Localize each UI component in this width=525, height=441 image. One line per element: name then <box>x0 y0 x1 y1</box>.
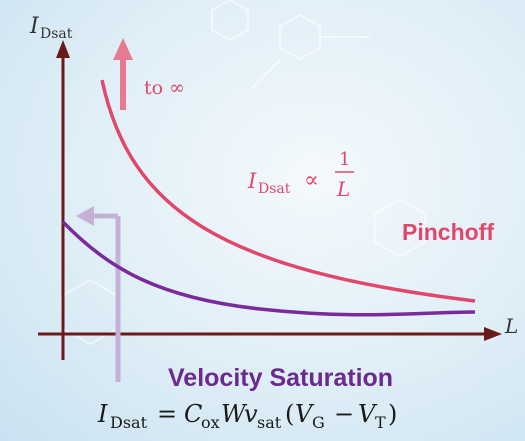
vsat-formula-open-paren: ( <box>285 400 294 428</box>
vsat-formula-close-paren: ) <box>388 400 397 428</box>
upward-arrow-shaft <box>120 58 126 110</box>
upward-arrow-head <box>113 38 133 60</box>
pinchoff-formula-proportional: ∝ <box>304 168 319 193</box>
y-axis-label-subscript: Dsat <box>40 26 73 42</box>
to-infinity-label: to ∞ <box>144 77 185 99</box>
vsat-formula-v: v <box>244 400 258 428</box>
vsat-formula-minus: − <box>334 400 354 428</box>
velocity-saturation-curve <box>61 220 476 317</box>
vsat-formula-c: C <box>184 400 202 428</box>
pinchoff-formula-i: I <box>247 169 257 193</box>
vsat-formula-vt: V <box>358 400 378 428</box>
pinchoff-formula-denominator: L <box>336 177 350 201</box>
vsat-formula-v-subscript: sat <box>257 413 282 432</box>
vsat-formula-i: I <box>97 400 108 428</box>
velocity-saturation-formula: I Dsat = C ox W v sat ( V G − V T ) <box>97 400 397 432</box>
left-arrow-head <box>76 206 94 226</box>
pinchoff-formula: I Dsat ∝ 1 L <box>247 149 354 201</box>
velocity-saturation-label: Velocity Saturation <box>168 364 393 392</box>
pinchoff-formula-numerator: 1 <box>339 149 350 170</box>
vsat-formula-i-subscript: Dsat <box>110 413 148 432</box>
vsat-formula-vt-subscript: T <box>375 413 386 432</box>
x-axis-arrowhead <box>484 327 502 341</box>
vsat-formula-w: W <box>221 400 248 428</box>
pinchoff-formula-subscript: Dsat <box>258 181 291 197</box>
vsat-formula-equals: = <box>157 400 177 428</box>
hexagon-decoration <box>374 198 426 258</box>
y-axis-arrowhead <box>56 40 70 58</box>
vsat-formula-vg-subscript: G <box>312 413 325 432</box>
pinchoff-label: Pinchoff <box>402 219 494 245</box>
hexagon-decoration <box>279 13 321 61</box>
pinchoff-curve <box>100 79 476 303</box>
x-axis-label: L <box>504 314 518 338</box>
bond-decoration <box>249 59 281 91</box>
vsat-formula-c-subscript: ox <box>201 413 220 432</box>
vsat-formula-vg: V <box>295 400 315 428</box>
y-axis-label: I <box>29 14 40 39</box>
hexagon-decoration <box>211 0 249 42</box>
